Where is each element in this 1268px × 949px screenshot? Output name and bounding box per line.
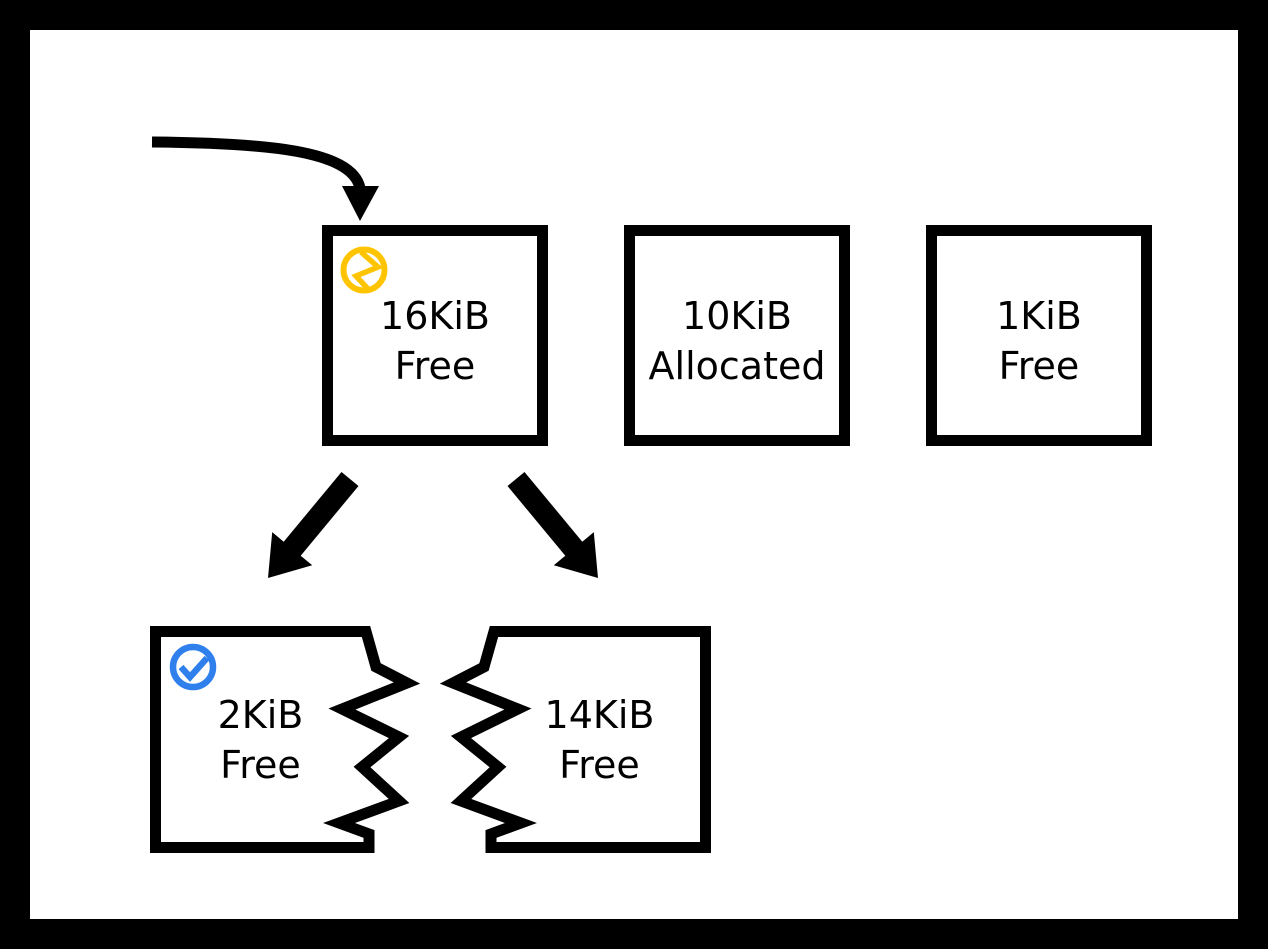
block-size-label: 2KiB (217, 693, 304, 737)
block-size-label: 1KiB (996, 293, 1082, 338)
block-size-label: 10KiB (682, 293, 792, 338)
block-status-label: Free (559, 743, 640, 787)
split-arrow-left (268, 472, 359, 578)
incoming-arrowhead-icon (342, 186, 379, 221)
incoming-arrow-shaft (151, 136, 366, 190)
block-status-label: Allocated (648, 343, 826, 388)
block-status-label: Free (220, 743, 301, 787)
diagram-shapes (150, 136, 711, 853)
block-status-label: Free (998, 343, 1080, 388)
memory-block-2kib-label: 2KiB Free (163, 670, 358, 810)
block-size-label: 14KiB (544, 693, 655, 737)
memory-block-1kib: 1KiB Free (926, 225, 1152, 446)
split-arrow-right (507, 472, 598, 578)
memory-block-10kib: 10KiB Allocated (624, 225, 850, 446)
block-status-label: Free (394, 343, 476, 388)
memory-block-16kib: 16KiB Free (322, 225, 548, 446)
incoming-arrow (151, 136, 379, 221)
block-size-label: 16KiB (380, 293, 490, 338)
memory-block-14kib-label: 14KiB Free (502, 670, 697, 810)
